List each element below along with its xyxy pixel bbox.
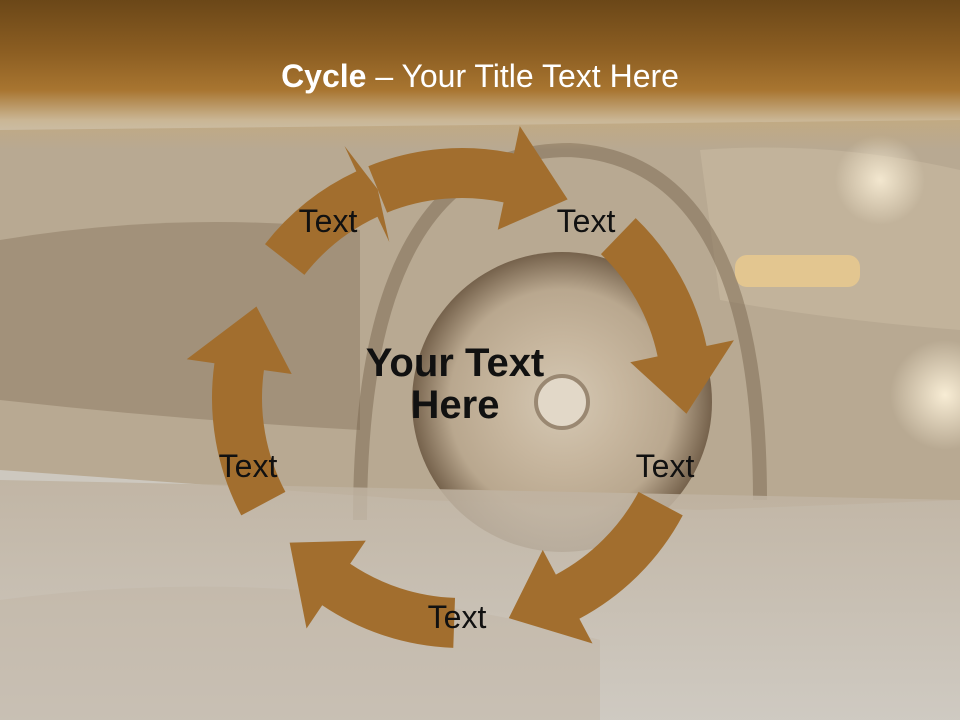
arrow-upper-right <box>600 218 734 414</box>
slide-title: Cycle – Your Title Text Here <box>0 56 960 96</box>
step-label-3: Text <box>635 448 695 484</box>
title-bar <box>0 0 960 150</box>
title-bold: Cycle <box>281 58 367 94</box>
center-text: Your Text Here <box>325 342 585 426</box>
arrow-top <box>368 126 568 230</box>
center-text-line1: Your Text <box>365 341 545 385</box>
arrow-lower-left <box>186 306 292 516</box>
step-label-5: Text <box>218 448 278 484</box>
center-text-line2: Here <box>410 383 500 427</box>
step-label-1: Text <box>298 203 358 239</box>
arrow-lower-right <box>508 491 683 644</box>
step-label-2: Text <box>556 203 616 239</box>
arrow-upper-left <box>264 146 390 275</box>
title-rest: – Your Title Text Here <box>366 58 679 94</box>
arrow-bottom <box>289 540 456 648</box>
step-label-4: Text <box>427 599 487 635</box>
